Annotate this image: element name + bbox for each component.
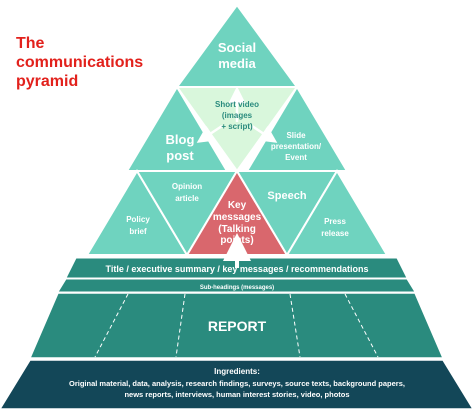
subheadings-band xyxy=(57,278,416,293)
key-messages-label-4: points) xyxy=(220,235,253,246)
title-summary-band-label: Title / executive summary / key messages… xyxy=(106,264,369,274)
report-divider-3 xyxy=(289,293,301,358)
opinion-article-label-1: Opinion xyxy=(172,182,202,191)
slide-presentation-label-1: Slide xyxy=(286,131,306,140)
ingredients-heading: Ingredients: xyxy=(214,367,260,376)
arrow-up-right-icon xyxy=(251,124,278,143)
diagram-title-line-2: communications xyxy=(16,54,143,71)
speech-label: Speech xyxy=(267,190,306,202)
report-band-label: REPORT xyxy=(208,318,267,334)
key-messages-label-1: Key xyxy=(228,200,247,211)
slide-presentation-label-2: presentation/ xyxy=(271,142,322,151)
press-release-label-1: Press xyxy=(324,217,346,226)
short-video-label-3: + script) xyxy=(221,122,253,131)
press-release-triangle xyxy=(285,169,389,256)
report-divider-2 xyxy=(175,293,186,358)
blog-post-label-1: Blog xyxy=(166,132,195,147)
policy-brief-label-1: Policy xyxy=(126,215,150,224)
report-divider-1 xyxy=(94,293,129,358)
slide-presentation-label-3: Event xyxy=(285,153,307,162)
short-video-label-2: (images xyxy=(222,111,253,120)
diagram-title-line-1: The xyxy=(16,35,45,52)
blog-post-label-2: post xyxy=(166,148,194,163)
press-release-label-2: release xyxy=(321,229,349,238)
report-band xyxy=(28,292,445,359)
social-media-label-2: media xyxy=(218,56,256,71)
diagram-title-line-3: pyramid xyxy=(16,73,78,90)
key-messages-label-2: messages xyxy=(213,212,262,223)
report-divider-4 xyxy=(344,293,379,358)
subheadings-band-label: Sub-headings (messages) xyxy=(200,285,274,291)
opinion-article-label-2: article xyxy=(175,194,199,203)
arrow-up-left-icon xyxy=(196,124,223,143)
ingredients-line-2: news reports, interviews, human interest… xyxy=(124,390,349,399)
ingredients-line-1: Original material, data, analysis, resea… xyxy=(69,379,405,388)
key-messages-label-3: (Talking xyxy=(218,224,256,235)
policy-brief-label-2: brief xyxy=(129,227,147,236)
ingredients-band xyxy=(0,359,473,409)
short-video-label-1: Short video xyxy=(215,100,259,109)
social-media-label-1: Social xyxy=(218,40,256,55)
